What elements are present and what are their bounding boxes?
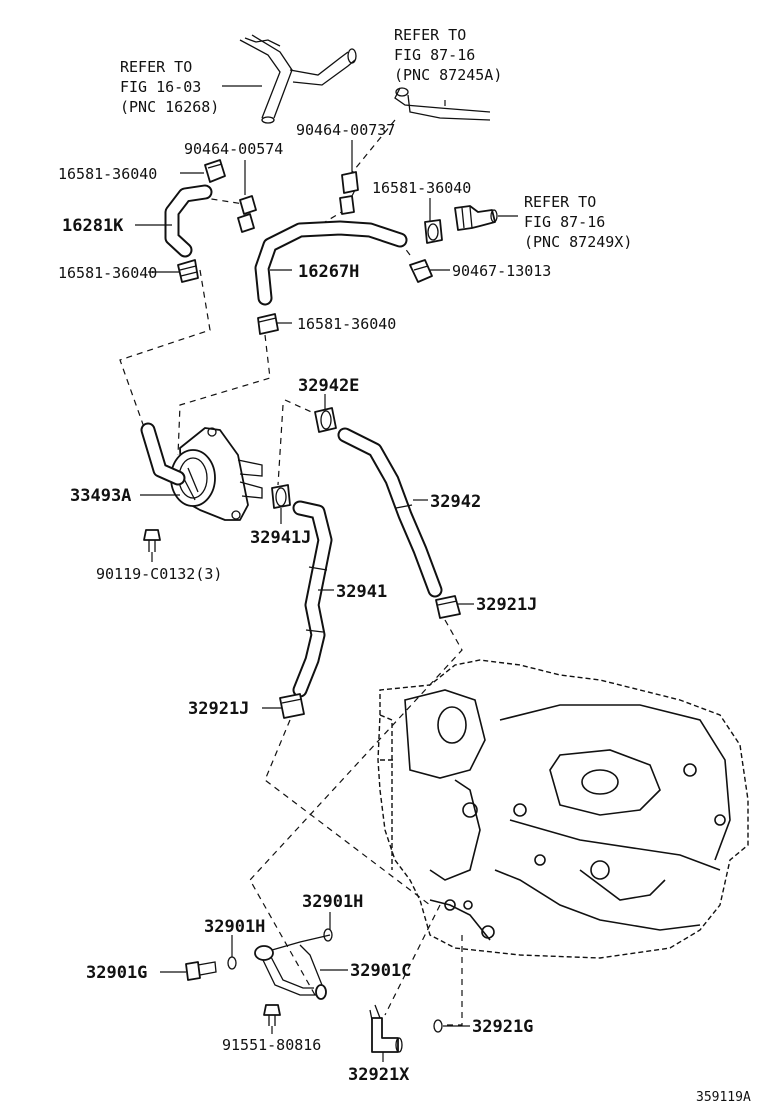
- ref-line-1: REFER TO: [524, 193, 596, 211]
- part-label-32921j-b: 32921J: [188, 699, 249, 719]
- part-label-32921j-a: 32921J: [476, 595, 537, 615]
- diagram-code: 359119A: [696, 1090, 751, 1105]
- ref-line-1: REFER TO: [394, 26, 466, 44]
- reference-label-87249x: REFER TO FIG 87-16 (PNC 87249X): [524, 193, 632, 251]
- reference-label-16-03: REFER TO FIG 16-03 (PNC 16268): [120, 58, 219, 116]
- clamp-32921j-right: [435, 595, 461, 619]
- clamp-32942e: [314, 407, 337, 433]
- upper-pipe-16268: [239, 34, 357, 124]
- clamp-90464-00574-top: [204, 159, 226, 183]
- part-label-16281k: 16281K: [62, 216, 124, 236]
- ref-line-2: FIG 87-16: [394, 46, 475, 64]
- part-label-16581-36040-d: 16581-36040: [297, 315, 396, 333]
- part-label-90467-13013: 90467-13013: [452, 262, 551, 280]
- part-label-32901g: 32901G: [86, 963, 147, 983]
- clamp-90464-00737: [339, 171, 359, 215]
- part-label-32901h-a: 32901H: [302, 892, 363, 912]
- clamp-16581-left: [177, 259, 199, 283]
- part-label-16267h: 16267H: [298, 262, 359, 282]
- ref-line-2: FIG 87-16: [524, 213, 605, 231]
- hose-32942: [337, 427, 443, 598]
- washer-32901h-right: [323, 928, 333, 942]
- ref-line-2: FIG 16-03: [120, 78, 201, 96]
- part-label-33493a: 33493A: [70, 486, 131, 506]
- clamp-16581-lower: [257, 313, 279, 335]
- part-label-90464-00574: 90464-00574: [184, 140, 283, 158]
- part-label-32941j: 32941J: [250, 528, 311, 548]
- ref-line-1: REFER TO: [120, 58, 192, 76]
- part-label-32941: 32941: [336, 582, 387, 602]
- part-label-91551-80816: 91551-80816: [222, 1036, 321, 1054]
- elbow-32921x: [369, 1004, 403, 1053]
- bolt-32901g: [185, 961, 217, 981]
- part-label-32942e: 32942E: [298, 376, 359, 396]
- hose-16267h: [254, 220, 408, 306]
- leader-lines: [135, 85, 518, 1062]
- clamp-16581-right: [424, 219, 443, 244]
- connector-87249x: [454, 205, 498, 231]
- part-label-90119-c0132: 90119-C0132(3): [96, 565, 222, 583]
- oring-32921g: [433, 1019, 443, 1033]
- clamp-90464-00574-mid: [237, 195, 257, 233]
- clamp-90467: [409, 259, 433, 283]
- ref-line-3: (PNC 87245A): [394, 66, 502, 84]
- part-label-32921g: 32921G: [472, 1017, 533, 1037]
- reference-label-87245a: REFER TO FIG 87-16 (PNC 87245A): [394, 26, 502, 84]
- bolt-91551: [263, 1004, 281, 1026]
- clamp-32921j-left: [279, 693, 305, 719]
- part-label-32921x: 32921X: [348, 1065, 410, 1085]
- clamp-32941j: [271, 484, 291, 509]
- part-label-16581-36040-c: 16581-36040: [58, 264, 157, 282]
- oil-cooler-33493a: [140, 422, 263, 521]
- bolt-90119: [143, 529, 161, 562]
- part-label-32942: 32942: [430, 492, 481, 512]
- upper-pipe-87245a: [394, 87, 491, 121]
- ref-line-3: (PNC 87249X): [524, 233, 632, 251]
- part-label-32901h-b: 32901H: [204, 917, 265, 937]
- part-label-16581-36040-a: 16581-36040: [58, 165, 157, 183]
- pipe-32901c: [254, 934, 331, 1000]
- hose-32941: [292, 500, 333, 698]
- part-label-90464-00737: 90464-00737: [296, 121, 395, 139]
- transmission-case: [377, 659, 749, 959]
- ref-line-3: (PNC 16268): [120, 98, 219, 116]
- hose-16281k: [164, 184, 213, 258]
- part-label-16581-36040-b: 16581-36040: [372, 179, 471, 197]
- part-label-32901c: 32901C: [350, 961, 411, 981]
- washer-32901h-left: [227, 956, 237, 970]
